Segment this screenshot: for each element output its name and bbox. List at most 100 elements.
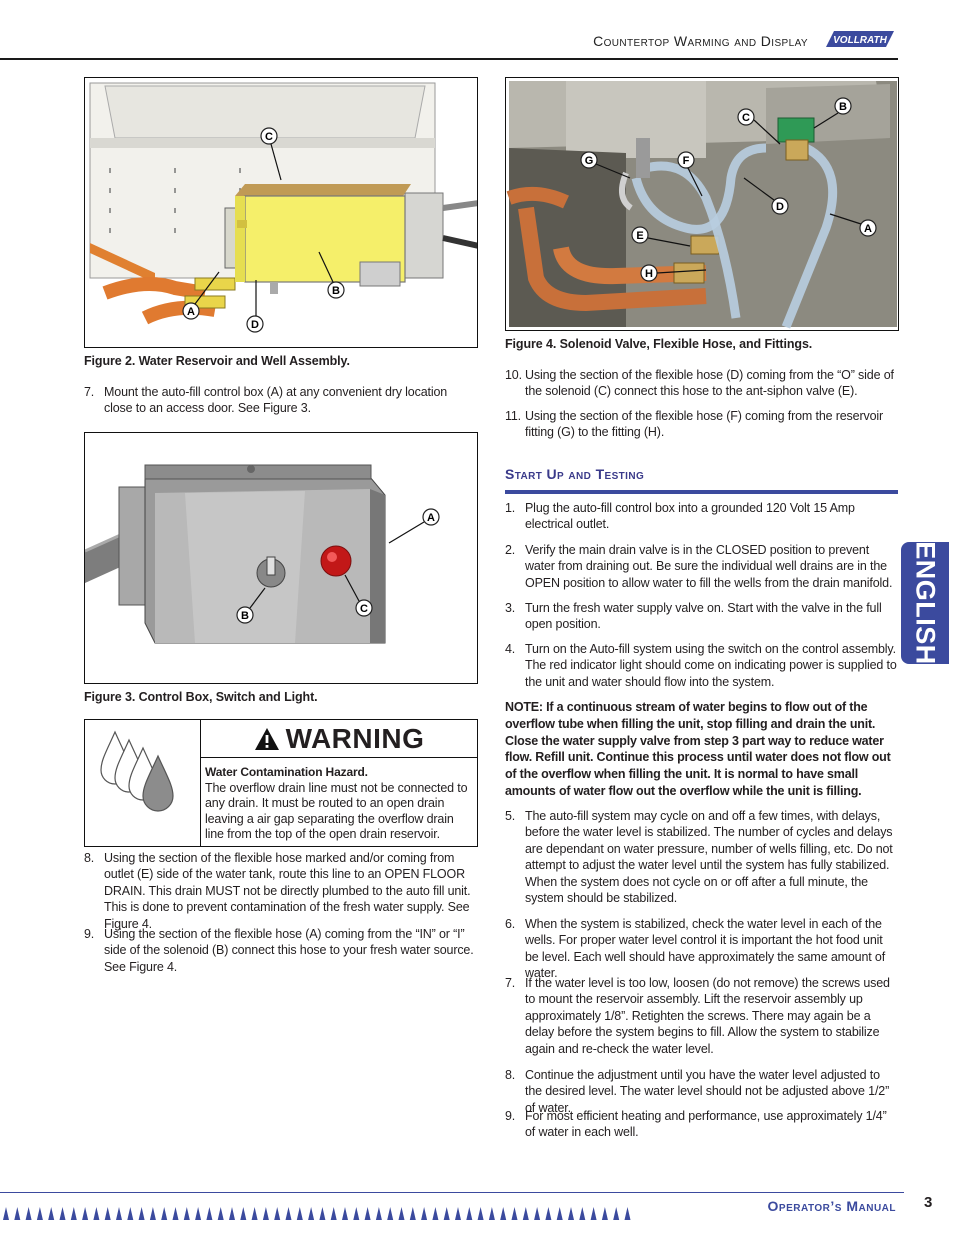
drop-mark [36,1207,43,1220]
drop-mark [262,1207,269,1220]
drop-mark [104,1207,111,1220]
list-item: 1. Plug the auto-fill control box into a… [505,500,899,533]
drop-mark [432,1207,439,1220]
list-item: 3. Turn the fresh water supply valve on.… [505,600,899,633]
figure-2-image: C B A D [84,77,478,348]
water-drops-icon [85,720,201,846]
fig4-label-d: D [776,201,784,213]
hazard-title: Water Contamination Hazard. [205,765,368,779]
list-item: 7. If the water level is too low, loosen… [505,975,899,1057]
figure-2-callouts: C B A D [182,127,345,333]
drop-mark [195,1207,202,1220]
list-item: 9. Using the section of the flexible hos… [84,926,478,975]
section-title: Start Up and Testing [505,466,645,482]
drop-mark [556,1207,563,1220]
step-text: Turn on the Auto-fill system using the s… [525,642,897,689]
step-number: 2. [505,543,516,557]
step-text: If the water level is too low, loosen (d… [525,976,890,1056]
drop-mark [579,1207,586,1220]
step-text: Turn the fresh water supply valve on. St… [525,601,882,632]
step-text: Using the section of the flexible hose m… [104,851,471,931]
warning-text: The overflow drain line must not be conn… [205,780,468,842]
drop-mark [319,1207,326,1220]
step-text: Mount the auto-fill control box (A) at a… [104,385,448,416]
drop-mark [590,1207,597,1220]
drop-mark [138,1207,145,1220]
step-number: 5. [505,809,516,823]
drop-mark [364,1207,371,1220]
drop-mark [116,1207,122,1220]
drop-mark [308,1207,315,1220]
step-text: Using the section of the flexible hose (… [525,409,884,440]
figure-3-callouts: A B C [236,508,440,624]
drop-mark [398,1207,405,1220]
fig4-label-h: H [645,268,653,280]
footer-title: Operator’s Manual [767,1198,896,1214]
list-item: 7. Mount the auto-fill control box (A) a… [84,384,478,417]
figure-3-caption: Figure 3. Control Box, Switch and Light. [84,690,318,704]
drop-mark [511,1207,518,1220]
drop-mark [240,1207,247,1220]
step-number: 3. [505,601,516,615]
drop-mark [500,1207,507,1220]
drop-mark [183,1207,190,1220]
drop-mark [172,1207,179,1220]
drop-mark [443,1207,450,1220]
list-item: 5. The auto-fill system may cycle on and… [505,808,899,906]
list-item: 8. Using the section of the flexible hos… [84,850,478,932]
figure-4-caption: Figure 4. Solenoid Valve, Flexible Hose,… [505,337,813,351]
drop-mark [601,1207,608,1220]
step-number: 6. [505,917,516,931]
drop-mark [127,1207,134,1220]
list-item: 6. When the system is stabilized, check … [505,916,899,982]
footer-drops-icon [3,1207,631,1220]
drop-mark [534,1207,541,1220]
fig4-label-c: C [742,112,750,124]
step-text: For most efficient heating and performan… [525,1109,887,1140]
figure-3-image: A B C [84,432,478,684]
footer-rule [0,1192,904,1194]
drop-mark [82,1207,89,1220]
drop-mark [387,1207,394,1220]
drop-mark [59,1207,66,1220]
drop-mark [274,1207,281,1220]
drop-mark [613,1207,620,1220]
drop-mark [14,1207,21,1220]
drop-mark [624,1207,631,1220]
page-number: 3 [924,1194,933,1211]
drop-mark [477,1207,484,1220]
fig3-label-c: C [360,603,368,615]
step-number: 4. [505,642,516,656]
list-item: 11. Using the section of the flexible ho… [505,408,899,441]
fig2-label-c: C [265,131,273,143]
drop-mark [161,1207,168,1220]
step-number: 10. [505,368,522,382]
warning-title: WARNING [285,722,425,754]
drop-mark [206,1207,213,1220]
list-item: 4. Turn on the Auto-fill system using th… [505,641,899,690]
logo-text: VOLLRATH [833,35,887,46]
vollrath-logo: VOLLRATH [826,31,894,47]
fig4-label-e: E [636,230,643,242]
drop-mark [330,1207,337,1220]
drop-mark [545,1207,552,1220]
drop-mark [568,1207,574,1220]
fig3-label-b: B [241,610,249,622]
drop-mark [285,1207,292,1220]
drop-mark [421,1207,428,1220]
language-tab-label: ENGLISH [910,541,941,665]
step-number: 8. [84,851,95,865]
step-text: Continue the adjustment until you have t… [525,1068,890,1115]
drop-mark [375,1207,382,1220]
drop-mark [229,1207,235,1220]
step-number: 7. [505,976,516,990]
drop-mark [353,1207,360,1220]
fig4-label-f: F [683,155,690,167]
drop-mark [296,1207,303,1220]
step-number: 11. [505,409,521,423]
drop-mark [48,1207,55,1220]
drop-mark [3,1207,9,1220]
header-title: Countertop Warming and Display [593,33,808,49]
drop-mark [25,1207,32,1220]
figure-4-image: C B G F D A E H [505,77,899,331]
